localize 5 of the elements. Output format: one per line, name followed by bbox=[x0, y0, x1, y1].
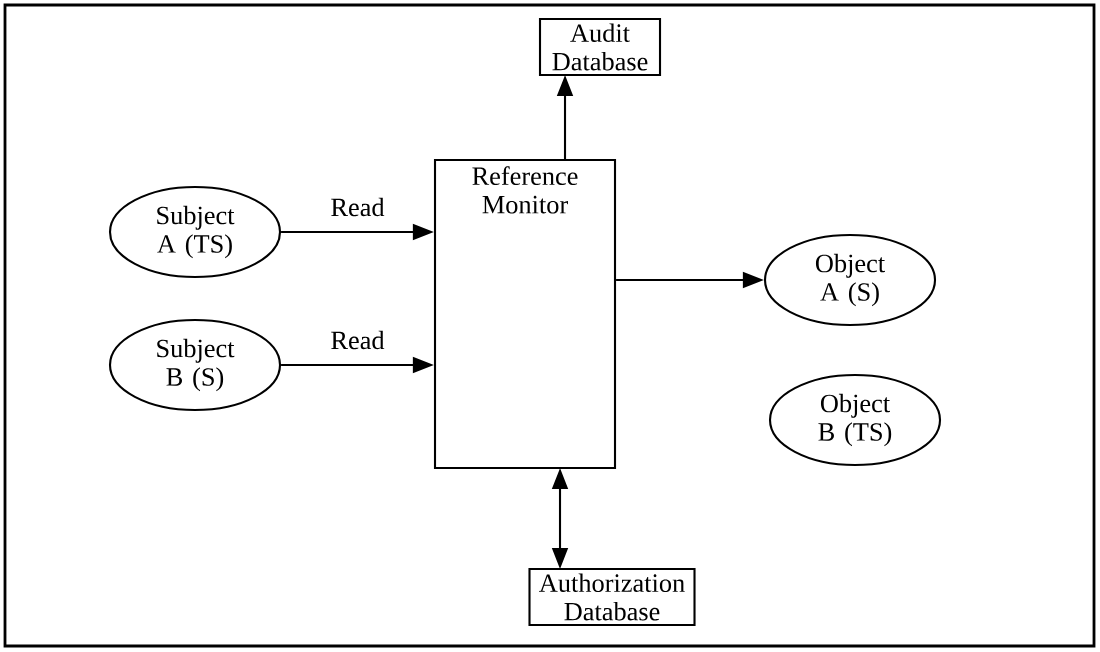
monitor-box: Reference Monitor bbox=[433, 158, 617, 470]
edge-label: Read bbox=[328, 196, 387, 219]
database-box: Audit Database bbox=[538, 17, 662, 77]
database-box: Authorization Database bbox=[528, 567, 696, 627]
edge-label: Read bbox=[328, 329, 387, 352]
